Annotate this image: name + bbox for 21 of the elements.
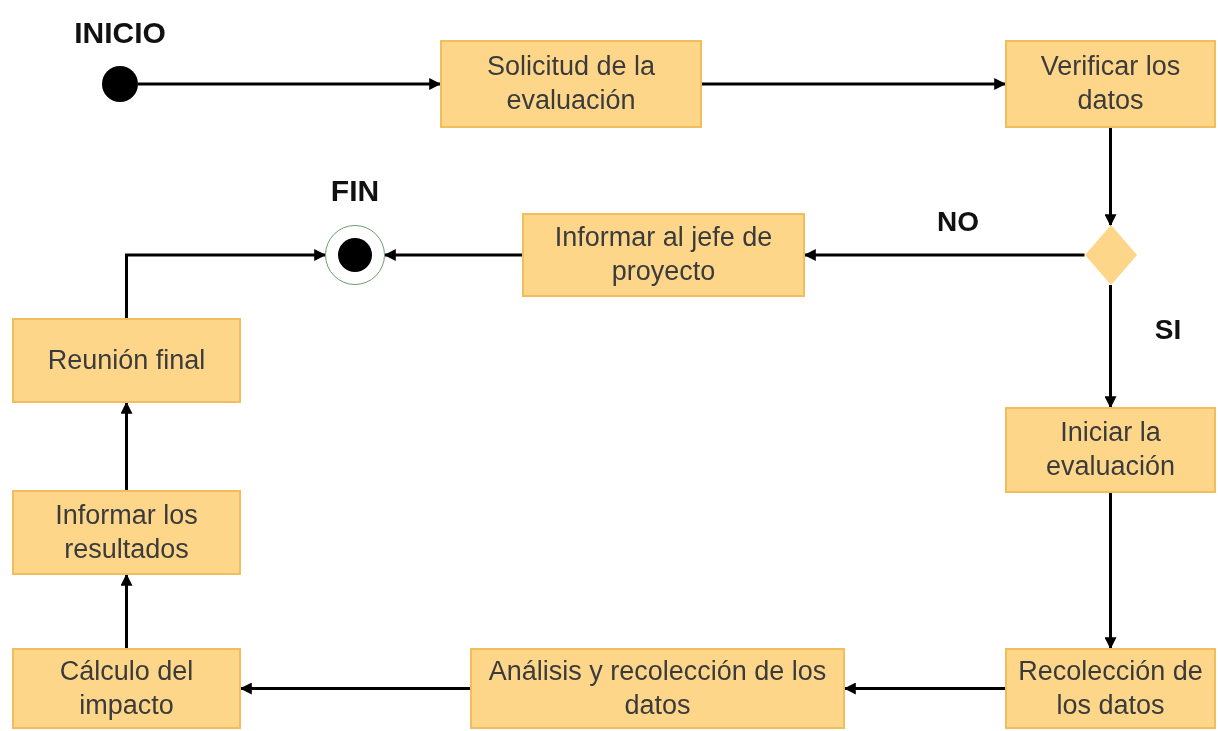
start-label: INICIO	[74, 16, 166, 50]
decision-diamond	[1084, 225, 1137, 285]
process-box: Informar los resultados	[12, 490, 241, 575]
arrow	[383, 249, 522, 261]
process-box: Análisis y recolección de los datos	[470, 648, 845, 729]
arrow	[120, 573, 133, 648]
arrow	[1104, 493, 1117, 650]
process-box: Recolección de los datos	[1005, 648, 1216, 729]
arrow	[138, 78, 442, 90]
process-box: Informar al jefe de proyecto	[522, 213, 805, 297]
process-box: Iniciar la evaluación	[1005, 407, 1216, 493]
process-box: Solicitud de la evaluación	[440, 40, 702, 128]
process-box: Reunión final	[12, 318, 241, 403]
end-label: FIN	[330, 174, 380, 208]
arrow	[1104, 128, 1117, 227]
arrow	[1104, 285, 1117, 409]
process-box: Cálculo del impacto	[12, 648, 241, 729]
arrow	[702, 78, 1007, 90]
arrow	[120, 401, 133, 490]
process-box: Verificar los datos	[1005, 40, 1216, 128]
arrow	[125, 249, 327, 318]
